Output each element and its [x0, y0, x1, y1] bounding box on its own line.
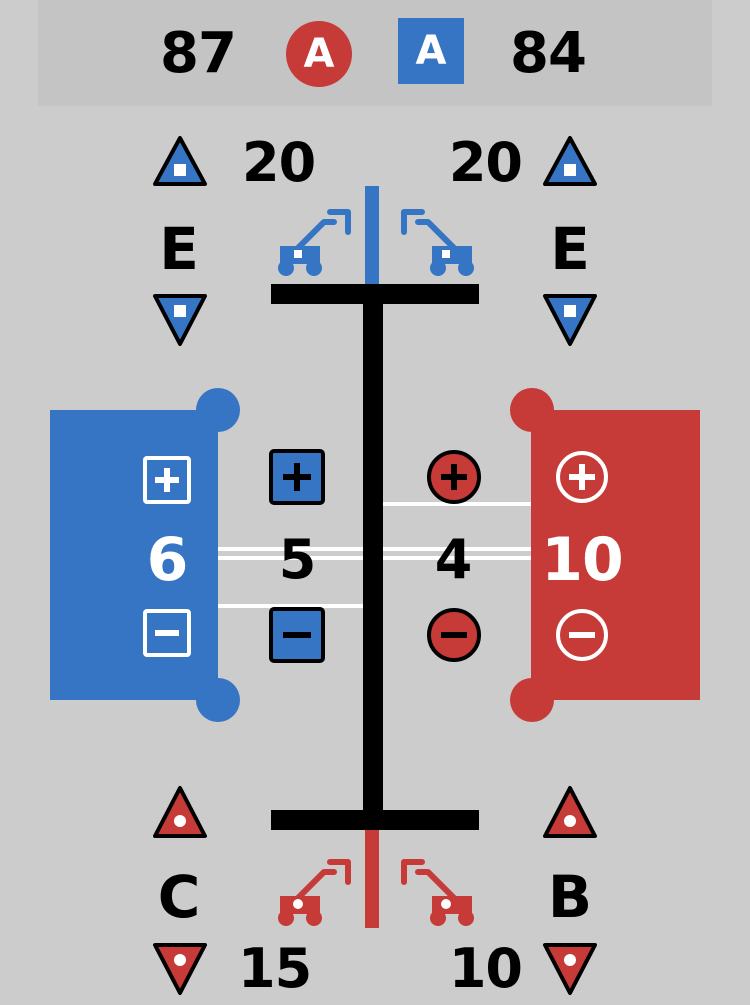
red-robot-right-icon — [401, 859, 474, 926]
blue-minus-button-icon[interactable] — [269, 607, 325, 663]
guide-line — [218, 547, 363, 551]
guide-line — [383, 502, 531, 506]
top-right-letter: E — [550, 215, 590, 283]
blue-robot-left-icon — [278, 209, 351, 276]
red-panel-minus-icon[interactable] — [554, 607, 610, 663]
blue-robot-right-icon — [401, 209, 474, 276]
top-left-letter: E — [159, 215, 199, 283]
blue-panel-plus-icon[interactable] — [143, 456, 191, 504]
blue-panel-top-knob — [196, 388, 240, 432]
blue-badge-letter: A — [415, 28, 447, 74]
bottom-right-down-triangle-icon[interactable] — [542, 942, 598, 996]
left-score: 87 — [160, 21, 237, 86]
red-panel-plus-icon[interactable] — [554, 449, 610, 505]
blue-panel-value: 6 — [146, 525, 189, 595]
right-score: 84 — [510, 21, 587, 86]
top-right-value: 20 — [448, 131, 523, 194]
top-left-value: 20 — [242, 131, 316, 194]
red-minus-button-icon[interactable] — [426, 607, 482, 663]
bottom-right-up-triangle-icon[interactable] — [542, 785, 598, 839]
red-panel-value: 10 — [541, 525, 624, 595]
bottom-left-up-triangle-icon[interactable] — [152, 785, 208, 839]
red-robot-left-icon — [278, 859, 351, 926]
blue-team-badge[interactable]: A — [398, 18, 464, 84]
red-panel — [531, 410, 700, 700]
top-left-up-triangle-icon[interactable] — [152, 135, 208, 187]
bottom-right-letter: B — [547, 863, 593, 931]
red-stem — [365, 830, 379, 928]
top-left-down-triangle-icon[interactable] — [152, 293, 208, 347]
guide-line — [218, 604, 363, 608]
blue-panel-minus-icon[interactable] — [143, 609, 191, 657]
center-pole — [363, 294, 383, 826]
top-right-down-triangle-icon[interactable] — [542, 293, 598, 347]
red-center-value: 4 — [434, 528, 473, 591]
red-plus-button-icon[interactable] — [426, 449, 482, 505]
red-panel-bottom-knob — [510, 678, 554, 722]
bottom-crossbar — [271, 810, 479, 830]
scoreboard — [38, 0, 712, 106]
blue-stem — [365, 186, 379, 286]
top-right-up-triangle-icon[interactable] — [542, 135, 598, 187]
red-panel-top-knob — [510, 388, 554, 432]
bottom-left-letter: C — [157, 863, 201, 931]
blue-panel-bottom-knob — [196, 678, 240, 722]
guide-line — [383, 556, 531, 560]
bottom-left-down-triangle-icon[interactable] — [152, 942, 208, 996]
blue-center-value: 5 — [278, 528, 317, 591]
blue-plus-button-icon[interactable] — [269, 449, 325, 505]
red-badge-letter: A — [303, 31, 335, 77]
bottom-left-value: 15 — [238, 937, 312, 1000]
guide-line — [218, 556, 363, 560]
bottom-right-value: 10 — [448, 937, 523, 1000]
guide-line — [383, 547, 531, 551]
red-team-badge[interactable]: A — [286, 21, 352, 87]
